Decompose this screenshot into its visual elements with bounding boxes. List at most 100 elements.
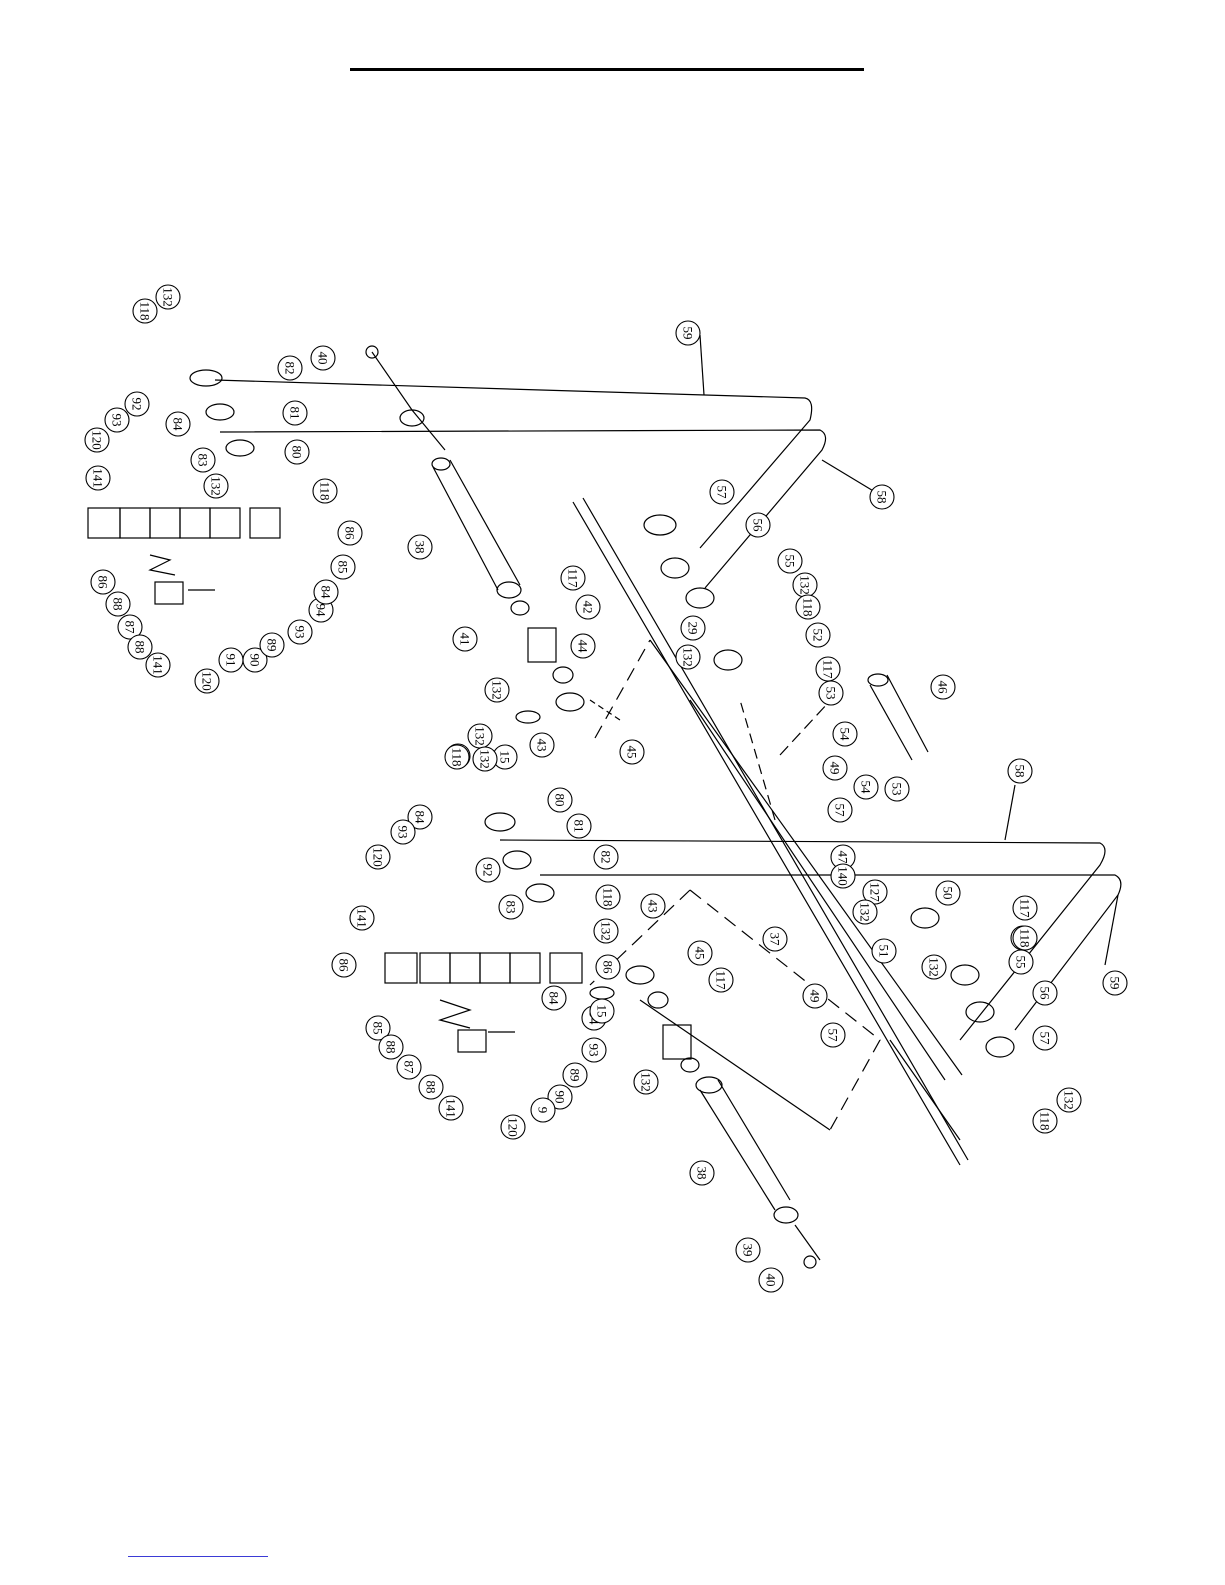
callout-circle — [640, 893, 666, 919]
callout-label: 52 — [811, 629, 826, 642]
callout-circle — [277, 355, 303, 381]
callout-90: 90 — [242, 647, 268, 673]
callout-label: 118 — [601, 887, 616, 906]
callout-label: 87 — [123, 621, 138, 635]
callout-circle — [105, 591, 131, 617]
callout-90: 90 — [547, 1084, 573, 1110]
callout-80: 80 — [284, 439, 310, 465]
callout-label: 41 — [458, 633, 473, 646]
callout-118: 118 — [1012, 925, 1038, 951]
callout-circle — [203, 473, 229, 499]
callout-132: 132 — [203, 473, 229, 499]
callout-label: 132 — [858, 902, 873, 922]
callout-circle — [1008, 949, 1034, 975]
callout-circle — [378, 1034, 404, 1060]
callout-circle — [452, 626, 478, 652]
callout-circle — [745, 512, 771, 538]
callout-40: 40 — [310, 345, 336, 371]
callout-label: 91 — [224, 654, 239, 667]
callout-59: 59 — [1102, 970, 1128, 996]
callout-118: 118 — [595, 884, 621, 910]
callout-circle — [530, 1097, 556, 1123]
callout-circle — [687, 940, 713, 966]
callout-132: 132 — [852, 899, 878, 925]
callout-label: 15 — [498, 751, 513, 764]
callout-circle — [529, 732, 555, 758]
callout-label: 90 — [553, 1091, 568, 1104]
callout-49: 49 — [802, 983, 828, 1009]
callout-label: 94 — [314, 604, 329, 618]
callout-93: 93 — [287, 619, 313, 645]
callout-circle — [541, 985, 567, 1011]
callout-label: 93 — [396, 826, 411, 839]
callout-label: 117 — [821, 659, 836, 679]
callout-label: 93 — [587, 1044, 602, 1057]
callout-circle — [589, 998, 615, 1024]
callout-56: 56 — [745, 512, 771, 538]
callout-label: 92 — [130, 398, 145, 411]
callout-label: 93 — [293, 626, 308, 639]
callout-circle — [1007, 758, 1033, 784]
callout-label: 88 — [384, 1041, 399, 1054]
callout-93: 93 — [390, 819, 416, 845]
callout-circle — [820, 1022, 846, 1048]
callout-circle — [396, 1054, 422, 1080]
callout-circle — [407, 534, 433, 560]
callout-label: 132 — [473, 726, 488, 746]
callout-label: 49 — [828, 762, 843, 775]
callout-circle — [190, 447, 216, 473]
callout-label: 59 — [1108, 977, 1123, 990]
callout-circle — [85, 465, 111, 491]
callout-89: 89 — [259, 632, 285, 658]
callout-53: 53 — [884, 776, 910, 802]
callout-57: 57 — [1032, 1025, 1058, 1051]
callout-40: 40 — [758, 1267, 784, 1293]
callout-44: 44 — [570, 633, 596, 659]
callout-circle — [593, 844, 619, 870]
callout-circle — [313, 579, 339, 605]
callout-label: 53 — [824, 687, 839, 700]
callout-circle — [90, 569, 116, 595]
callout-circle — [675, 644, 701, 670]
callout-circle — [818, 680, 844, 706]
callout-93: 93 — [104, 407, 130, 433]
callout-141: 141 — [349, 905, 375, 931]
callout-55: 55 — [777, 548, 803, 574]
callout-circle — [777, 548, 803, 574]
callout-circle — [675, 320, 701, 346]
callout-label: 50 — [941, 887, 956, 900]
callout-circle — [194, 668, 220, 694]
callout-circle — [284, 439, 310, 465]
callout-label: 89 — [265, 639, 280, 652]
callout-label: 118 — [1038, 1111, 1053, 1130]
callout-circle — [709, 479, 735, 505]
callout-label: 82 — [283, 362, 298, 375]
callout-132: 132 — [675, 644, 701, 670]
callout-circle — [124, 391, 150, 417]
callout-label: 39 — [741, 1244, 756, 1257]
callout-41: 41 — [452, 626, 478, 652]
callout-88: 88 — [418, 1074, 444, 1100]
title-rule — [350, 68, 864, 71]
callout-120: 120 — [500, 1114, 526, 1140]
callout-57: 57 — [709, 479, 735, 505]
callout-circle — [1056, 1087, 1082, 1113]
callout-circle — [593, 918, 619, 944]
callout-85: 85 — [365, 1015, 391, 1041]
callout-51: 51 — [871, 938, 897, 964]
callout-label: 46 — [936, 681, 951, 695]
callout-label: 90 — [248, 654, 263, 667]
callout-29: 29 — [680, 615, 706, 641]
callout-circle — [407, 804, 433, 830]
callout-54: 54 — [832, 721, 858, 747]
callout-87: 87 — [396, 1054, 422, 1080]
callout-circle — [853, 774, 879, 800]
callout-58: 58 — [869, 484, 895, 510]
callout-50: 50 — [935, 880, 961, 906]
callout-86: 86 — [90, 569, 116, 595]
callout-circle — [127, 634, 153, 660]
callout-circle — [560, 565, 586, 591]
callout-label: 86 — [343, 527, 358, 541]
